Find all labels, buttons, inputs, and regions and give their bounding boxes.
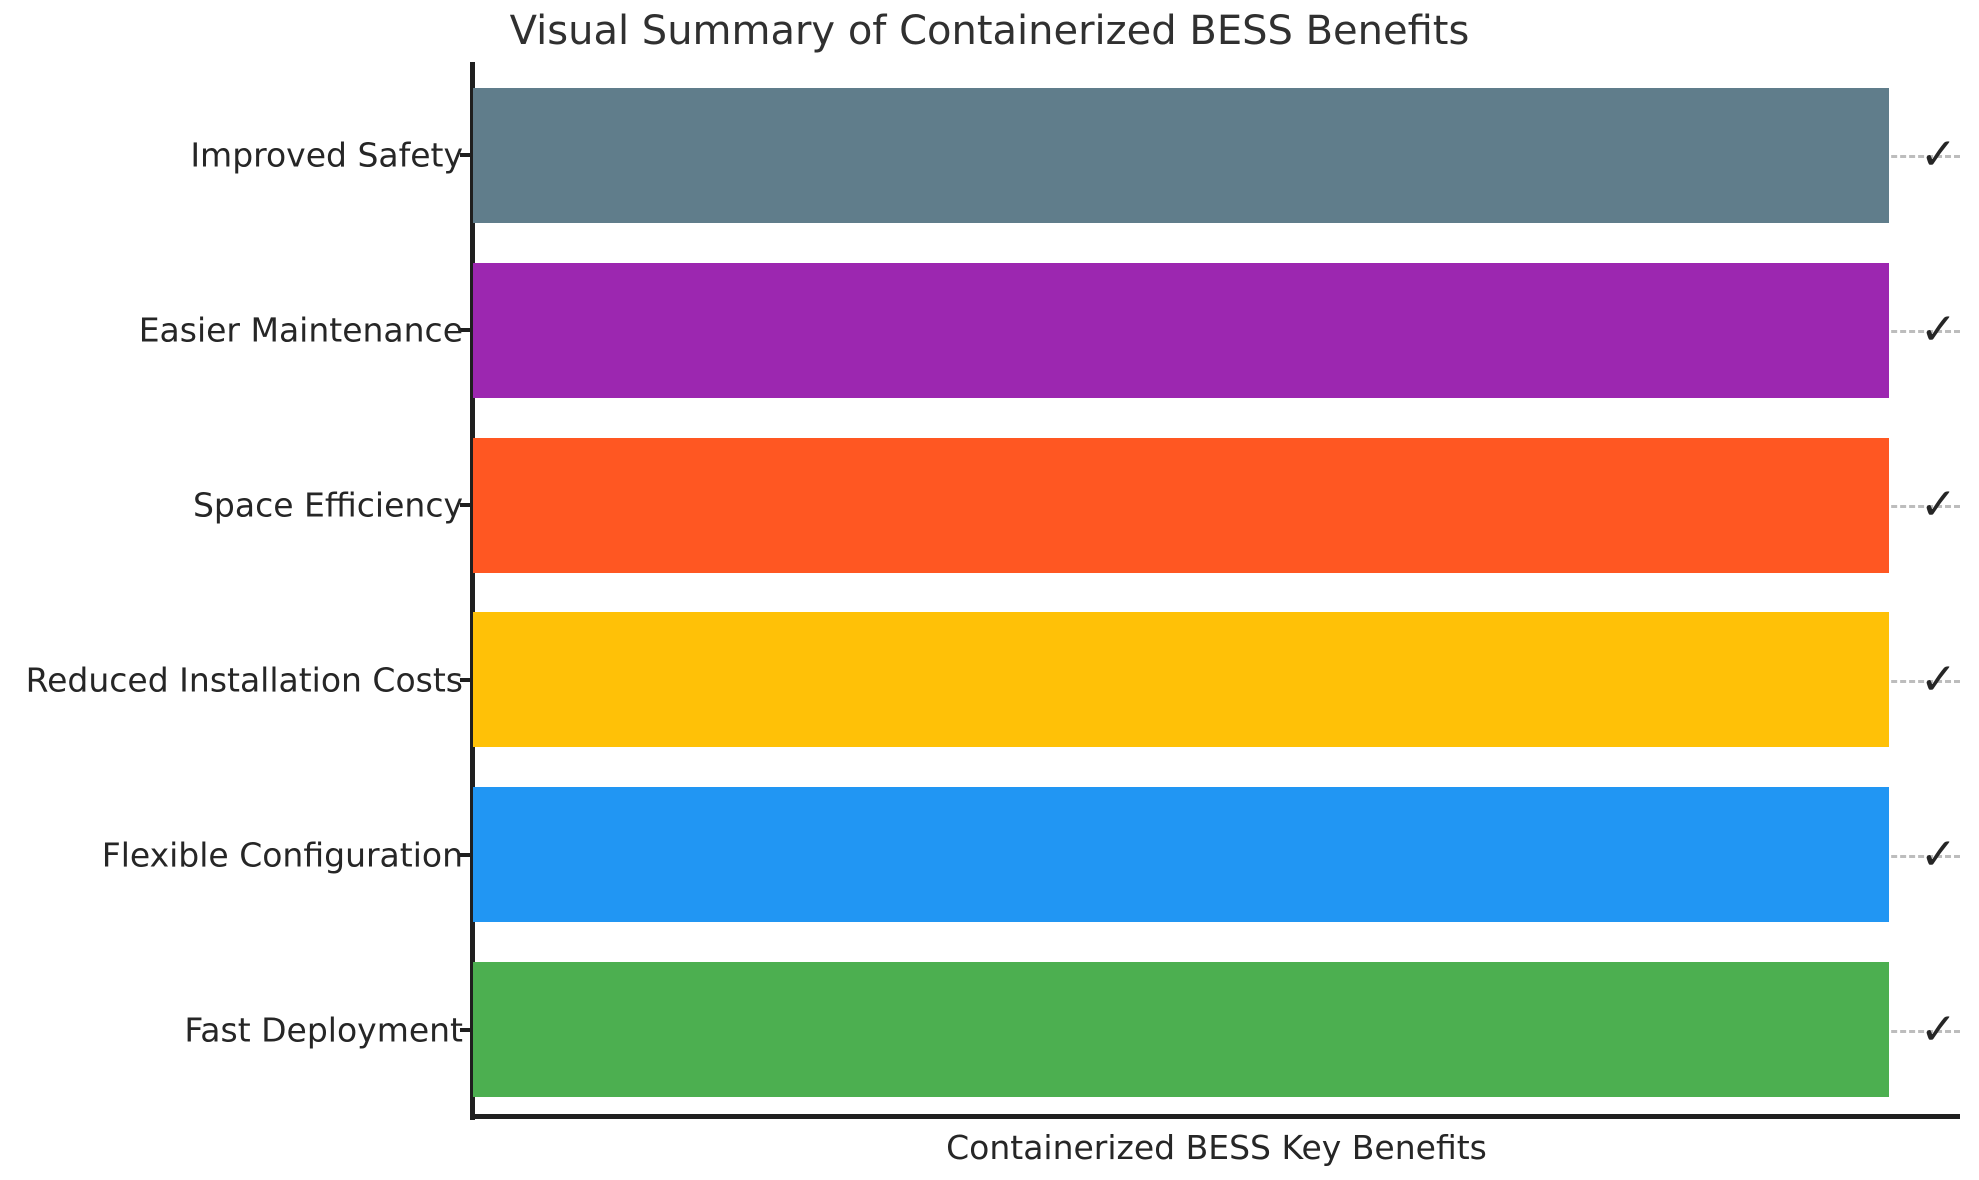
x-axis-label: Containerized BESS Key Benefits (946, 1128, 1487, 1167)
y-axis-tick (460, 153, 473, 158)
y-axis-tick-label: Space Efficiency (192, 485, 463, 525)
y-axis-tick (460, 503, 473, 508)
y-axis-tick-label: Easier Maintenance (138, 310, 463, 350)
chart-title: Visual Summary of Containerized BESS Ben… (509, 8, 1470, 54)
y-axis-tick-label: Flexible Configuration (101, 835, 463, 875)
x-axis-spine (470, 1114, 1960, 1119)
bar[interactable] (473, 962, 1889, 1098)
bar[interactable] (473, 262, 1889, 398)
y-axis-tick-label: Reduced Installation Costs (25, 660, 463, 700)
check-icon: ✓ (1920, 1003, 1957, 1055)
y-axis-tick (460, 328, 473, 333)
bar[interactable] (473, 787, 1889, 923)
y-axis-tick-label: Improved Safety (190, 135, 463, 175)
check-icon: ✓ (1920, 828, 1957, 880)
y-axis-tick (460, 852, 473, 857)
bar[interactable] (473, 87, 1889, 223)
bar[interactable] (473, 612, 1889, 748)
y-axis-tick (460, 677, 473, 682)
check-icon: ✓ (1920, 304, 1957, 356)
bar[interactable] (473, 437, 1889, 573)
y-axis-tick-label: Fast Deployment (184, 1010, 463, 1050)
check-icon: ✓ (1920, 653, 1957, 705)
check-icon: ✓ (1920, 479, 1957, 531)
plot-area: ✓ ✓ ✓ ✓ ✓ ✓ (460, 68, 1960, 1117)
check-icon: ✓ (1920, 129, 1957, 181)
y-axis-tick (460, 1027, 473, 1032)
y-axis-spine (470, 62, 475, 1120)
